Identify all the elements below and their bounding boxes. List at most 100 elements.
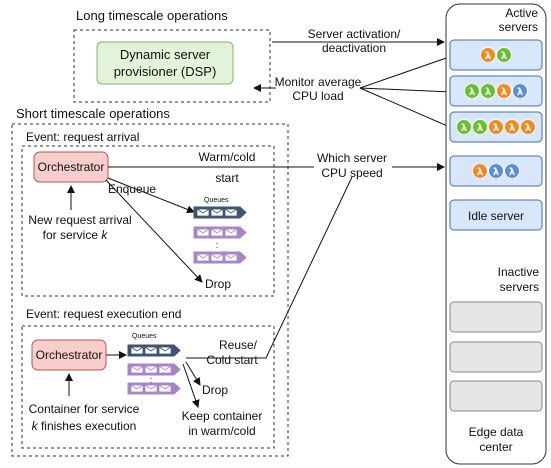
inactive-servers-line2: servers <box>500 280 539 294</box>
envelope-flap <box>196 228 210 234</box>
function-blue-icon <box>488 163 504 179</box>
queue-1 <box>127 344 181 357</box>
envelope-icon <box>210 228 224 237</box>
envelope-flap <box>210 253 224 259</box>
function-green-icon <box>472 119 488 135</box>
envelope-flap <box>224 208 238 214</box>
monitor-line1: Monitor average <box>275 75 362 89</box>
function-blue-icon <box>504 163 520 179</box>
lambda-glyph: λ <box>493 167 500 178</box>
lambda-glyph: λ <box>525 123 532 134</box>
inactive-server-3 <box>449 380 543 412</box>
envelope-flap <box>144 384 158 390</box>
server-activation-line2: deactivation <box>322 41 386 55</box>
envelope-icon <box>144 346 158 355</box>
lambda-glyph: λ <box>469 87 476 98</box>
edge-center-line1: Edge data <box>469 425 524 439</box>
lambda-glyph: λ <box>493 123 500 134</box>
idle-server <box>449 199 543 231</box>
reuse-to-which-server-line <box>186 176 353 359</box>
envelope-flap <box>210 208 224 214</box>
orchestrator-arrival-label: Orchestrator <box>38 160 105 174</box>
monitor-line-server2 <box>359 87 453 93</box>
drop-arrow-arrival <box>105 179 203 283</box>
event-arrival-box <box>21 145 275 297</box>
monitor-line2: CPU load <box>292 89 343 103</box>
envelope-icon <box>144 365 158 374</box>
queue-2 <box>193 226 247 239</box>
envelope-icon <box>224 208 238 217</box>
lambda-glyph: λ <box>485 87 492 98</box>
lambda-glyph: λ <box>517 87 524 98</box>
inactive-server-2 <box>449 341 543 373</box>
function-orange-icon <box>504 119 520 135</box>
envelope-flap <box>196 253 210 259</box>
lambda-glyph: λ <box>501 87 508 98</box>
envelope-icon <box>224 253 238 262</box>
envelope-flap <box>210 228 224 234</box>
function-orange-icon <box>488 119 504 135</box>
reuse-line1: Reuse/ <box>219 338 258 352</box>
event-exec-end-title: Event: request execution end <box>26 307 181 321</box>
queues-label-arrival: Queues <box>204 197 229 204</box>
edge-center-line2: center <box>479 440 512 454</box>
dsp-box <box>96 41 234 85</box>
envelope-icon <box>158 384 172 393</box>
which-server-line1: Which server <box>317 151 387 165</box>
queue-ellipsis: : <box>216 240 219 250</box>
envelope-flap <box>158 346 172 352</box>
long-timescale-box <box>73 29 271 103</box>
drop-arrival-label: Drop <box>205 277 231 291</box>
which-server-bg <box>314 157 392 185</box>
envelope-flap <box>144 346 158 352</box>
queue-3 <box>127 382 181 395</box>
envelope-flap <box>130 365 144 371</box>
dsp-label-line1: Dynamic server <box>120 47 211 62</box>
lambda-glyph: λ <box>501 51 508 62</box>
envelope-icon <box>224 228 238 237</box>
envelope-flap <box>130 346 144 352</box>
envelope-flap <box>130 384 144 390</box>
envelope-flap <box>224 228 238 234</box>
orchestrator-exec-label: Orchestrator <box>36 348 103 362</box>
container-line2: k finishes execution <box>32 419 137 433</box>
envelope-icon <box>130 346 144 355</box>
envelope-icon <box>158 365 172 374</box>
active-servers-line1: Active <box>505 6 538 20</box>
envelope-icon <box>130 384 144 393</box>
short-timescale-title: Short timescale operations <box>16 106 170 121</box>
envelope-icon <box>196 253 210 262</box>
drop-arrow-exec <box>185 361 201 386</box>
long-timescale-title: Long timescale operations <box>76 8 228 23</box>
envelope-flap <box>158 365 172 371</box>
function-green-icon <box>456 119 472 135</box>
enqueue-arrow <box>107 177 195 214</box>
envelope-icon <box>210 253 224 262</box>
monitor-line-server1 <box>359 55 453 89</box>
envelope-flap <box>196 208 210 214</box>
short-timescale-box <box>11 123 289 457</box>
envelope-icon <box>158 346 172 355</box>
which-server-line2: CPU speed <box>321 166 382 180</box>
new-request-line1: New request arrival <box>28 213 131 227</box>
reuse-line2: Cold start <box>206 353 258 367</box>
keep-line2: in warm/cold <box>188 424 255 438</box>
envelope-flap <box>224 253 238 259</box>
queues-arrival: : <box>193 206 247 264</box>
container-line1: Container for service <box>29 402 140 416</box>
envelope-flap <box>158 384 172 390</box>
dsp-label-line2: provisioner (DSP) <box>114 64 217 79</box>
drop-exec-label: Drop <box>202 383 228 397</box>
warm-cold-line2: start <box>215 171 239 185</box>
queue-1 <box>193 206 247 219</box>
monitor-line-server3 <box>359 87 453 129</box>
envelope-icon <box>210 208 224 217</box>
queue-3 <box>193 251 247 264</box>
envelope-icon <box>144 384 158 393</box>
inactive-servers-line1: Inactive <box>498 265 540 279</box>
keep-line1: Keep container <box>182 409 263 423</box>
envelope-flap <box>144 365 158 371</box>
event-arrival-title: Event: request arrival <box>26 130 139 144</box>
